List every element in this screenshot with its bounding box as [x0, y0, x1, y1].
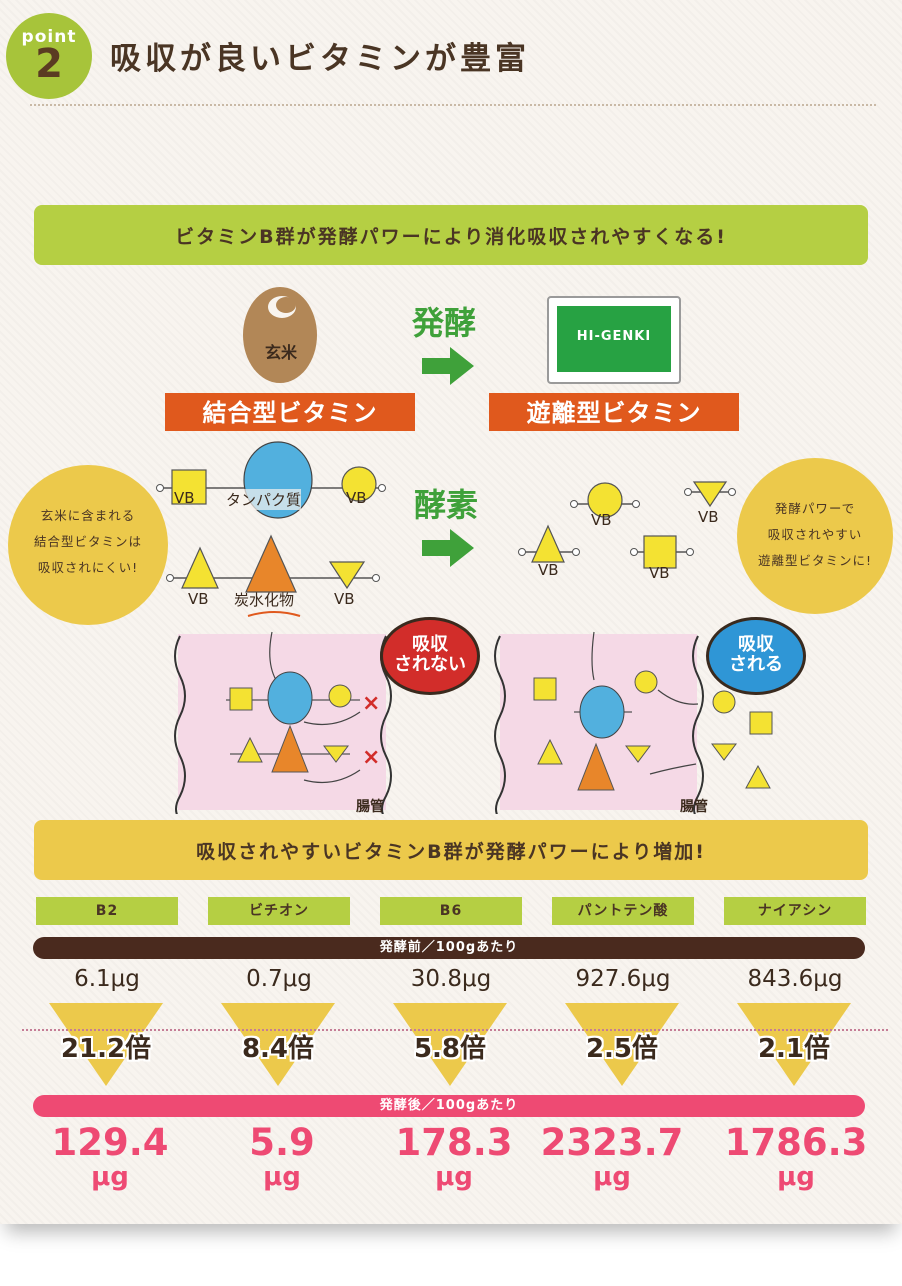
down-arrow-icon — [49, 1003, 163, 1086]
before-value: 30.8μg — [410, 966, 492, 992]
multiplier: 8.4倍 — [241, 1034, 315, 1064]
vb-label: VB — [649, 564, 670, 582]
not-absorbed-bubble: 吸収 されない — [380, 617, 480, 695]
ferment-label: 発酵 — [412, 304, 477, 342]
absorbed-vitamins — [711, 690, 773, 789]
svg-text:×: × — [362, 691, 380, 716]
vitamin-name-cell: B2 — [36, 897, 178, 925]
gut-label: 腸管 — [680, 799, 708, 815]
after-number: 178.3 — [395, 1121, 513, 1164]
vb-label: VB — [591, 511, 612, 529]
protein-label: タンパク質 — [226, 489, 302, 510]
right-note-circle: 発酵パワーで 吸収されやすい 遊離型ビタミンに! — [737, 458, 893, 614]
bubble-line: 吸収 — [738, 634, 774, 655]
before-ferment-bar: 発酵前／100gあたり — [33, 937, 865, 959]
gut-molecule-diagram: × × — [174, 631, 704, 814]
rice-label: 玄米 — [264, 343, 297, 362]
free-vitamin-molecule-diagram — [518, 481, 736, 569]
left-note-line: 結合型ビタミンは — [33, 534, 142, 549]
bubble-line: されない — [394, 654, 466, 675]
enzyme-label: 酵素 — [414, 486, 479, 524]
after-unit: μg — [263, 1162, 301, 1192]
free-vitamin-label: 遊離型ビタミン — [489, 393, 739, 431]
after-unit: μg — [435, 1162, 473, 1192]
point-word: point — [21, 27, 77, 47]
down-arrow-icon — [393, 1003, 507, 1086]
after-number: 5.9 — [249, 1121, 315, 1164]
vb-label: VB — [188, 590, 209, 608]
carbohydrate-label: 炭水化物 — [234, 591, 295, 609]
after-value: 1786.3 μg — [710, 1124, 882, 1194]
vitamin-name-cell: ナイアシン — [724, 897, 866, 925]
before-value: 843.6μg — [747, 966, 843, 992]
after-value: 5.9 μg — [196, 1124, 368, 1194]
down-arrow-icon — [737, 1003, 851, 1086]
left-note-circle: 玄米に含まれる 結合型ビタミンは 吸収されにくい! — [8, 465, 168, 625]
left-note-line: 吸収されにくい! — [37, 560, 139, 575]
carbohydrate-icon — [245, 534, 297, 593]
brown-rice-icon — [243, 287, 317, 383]
after-value: 2323.7 μg — [526, 1124, 698, 1194]
svg-text:×: × — [362, 745, 380, 770]
after-unit: μg — [777, 1162, 815, 1192]
dotted-divider — [22, 1029, 888, 1031]
square-vitamin-icon — [643, 535, 677, 569]
vitamin-name-cell: B6 — [380, 897, 522, 925]
multiplier: 2.5倍 — [585, 1034, 659, 1064]
after-unit: μg — [91, 1162, 129, 1192]
product-logo-bg — [557, 306, 671, 372]
vb-label: VB — [174, 489, 195, 507]
down-arrows — [49, 1003, 851, 1086]
circle-vitamin-icon — [341, 466, 377, 502]
arrow-right-icon — [422, 347, 474, 385]
right-note-line: 遊離型ビタミンに! — [757, 553, 872, 568]
point-badge: point 2 — [6, 13, 92, 99]
before-value: 0.7μg — [246, 966, 312, 992]
page-title: 吸収が良いビタミンが豊富 — [110, 41, 530, 77]
bottom-banner: 吸収されやすいビタミンB群が発酵パワーにより増加! — [34, 820, 868, 880]
inverted-triangle-vitamin-icon — [692, 481, 728, 508]
point-number: 2 — [35, 41, 63, 87]
infographic-card: point 2 吸収が良いビタミンが豊富 ビタミンB群が発酵パワーにより消化吸収… — [0, 0, 902, 1224]
multiplier: 2.1倍 — [757, 1034, 831, 1064]
dotted-divider — [30, 104, 876, 106]
bubble-line: される — [729, 654, 783, 675]
after-number: 129.4 — [51, 1121, 169, 1164]
down-arrow-icon — [565, 1003, 679, 1086]
after-number: 1786.3 — [724, 1121, 868, 1164]
left-note-line: 玄米に含まれる — [40, 508, 136, 523]
arrow-right-icon — [422, 529, 474, 567]
triangle-vitamin-icon — [181, 546, 219, 589]
down-arrow-icon — [221, 1003, 335, 1086]
multiplier: 5.8倍 — [413, 1034, 487, 1064]
top-banner: ビタミンB群が発酵パワーにより消化吸収されやすくなる! — [34, 205, 868, 265]
after-value: 129.4 μg — [24, 1124, 196, 1194]
product-logo: HI-GENKI — [576, 329, 652, 344]
absorbed-bubble: 吸収 される — [706, 617, 806, 695]
right-note-line: 吸収されやすい — [767, 527, 863, 542]
after-number: 2323.7 — [540, 1121, 684, 1164]
vitamin-name-cell: パントテン酸 — [552, 897, 694, 925]
before-value: 6.1μg — [74, 966, 140, 992]
bubble-line: 吸収 — [412, 634, 448, 655]
vb-label: VB — [698, 508, 719, 526]
vb-label: VB — [346, 489, 367, 507]
after-ferment-bar: 発酵後／100gあたり — [33, 1095, 865, 1117]
vb-label: VB — [334, 590, 355, 608]
square-vitamin-icon — [171, 469, 207, 505]
triangle-vitamin-icon — [531, 524, 565, 563]
after-unit: μg — [593, 1162, 631, 1192]
bound-vitamin-label: 結合型ビタミン — [165, 393, 415, 431]
multiplier: 21.2倍 — [60, 1034, 152, 1064]
circle-vitamin-icon — [587, 482, 623, 518]
inverted-triangle-vitamin-icon — [328, 561, 366, 590]
vitamin-name-cell: ビチオン — [208, 897, 350, 925]
before-value: 927.6μg — [575, 966, 671, 992]
product-box: HI-GENKI — [547, 296, 681, 384]
vb-label: VB — [538, 561, 559, 579]
right-note-line: 発酵パワーで — [774, 501, 856, 516]
gut-label: 腸管 — [356, 799, 384, 815]
after-value: 178.3 μg — [368, 1124, 540, 1194]
